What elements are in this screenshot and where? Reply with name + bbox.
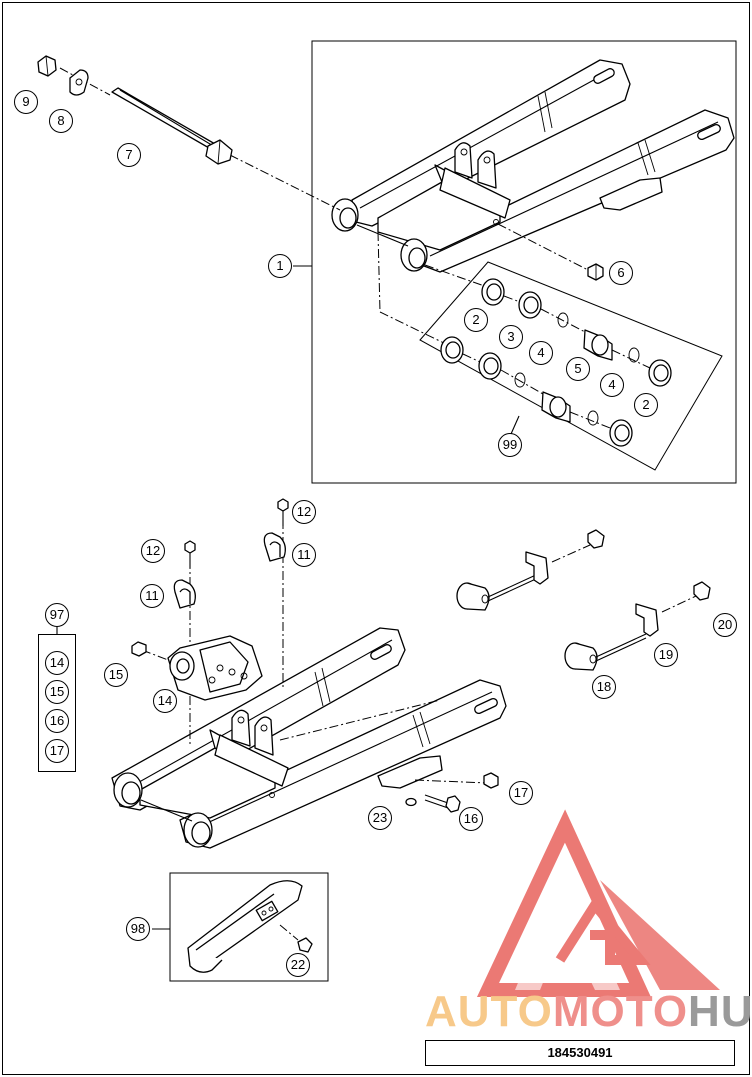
kit-97-item-17: 17: [45, 739, 69, 763]
callout-8: 8: [49, 109, 73, 133]
callout-2: 2: [634, 393, 658, 417]
callout-6: 6: [609, 261, 633, 285]
callout-99: 99: [498, 433, 522, 457]
callout-1: 1: [268, 254, 292, 278]
swingarm-assembly-frame: [311, 40, 737, 484]
callout-4: 4: [600, 373, 624, 397]
swingarm-top-drawing: [331, 59, 735, 273]
callout-19: 19: [654, 643, 678, 667]
callout-11: 11: [140, 584, 164, 608]
callout-12: 12: [292, 500, 316, 524]
leader-99: [510, 415, 520, 435]
callout-20: 20: [713, 613, 737, 637]
chain-guide-bracket-drawing: [131, 498, 289, 745]
watermark-text: AUTOMOTOHUB: [425, 990, 752, 1034]
callout-98: 98: [126, 917, 150, 941]
callout-14: 14: [153, 689, 177, 713]
chain-guide-frame: [169, 872, 329, 982]
watermark-logo: [476, 809, 720, 997]
callout-17: 17: [509, 781, 533, 805]
chain-roller-drawing: [456, 529, 711, 671]
callout-9: 9: [14, 90, 38, 114]
callout-22: 22: [286, 953, 310, 977]
callout-2: 2: [464, 308, 488, 332]
kit-97-item-15: 15: [45, 680, 69, 704]
callout-7: 7: [117, 143, 141, 167]
kit-97-list: [38, 634, 76, 772]
callout-15: 15: [104, 663, 128, 687]
watermark-part-1: AUTO: [425, 987, 553, 1036]
nut-6-drawing: [587, 263, 604, 281]
chain-guide-drawing: [187, 880, 313, 973]
fasteners-lower-drawing: [405, 772, 499, 813]
callout-5: 5: [566, 357, 590, 381]
pivot-axle-drawing: [37, 55, 341, 211]
callout-3: 3: [499, 325, 523, 349]
callout-11: 11: [292, 543, 316, 567]
drawing-number: 184530491: [425, 1040, 735, 1066]
callout-23: 23: [368, 806, 392, 830]
callout-12: 12: [141, 539, 165, 563]
watermark-part-2: MOTO: [552, 987, 689, 1036]
callout-97: 97: [45, 603, 69, 627]
callout-16: 16: [459, 807, 483, 831]
watermark-part-3: HUB: [688, 987, 752, 1036]
callout-4: 4: [529, 341, 553, 365]
bearing-kit-frame: [419, 261, 723, 471]
swingarm-lower-drawing: [111, 627, 507, 849]
bearing-kit-drawing: [377, 231, 672, 447]
kit-97-item-14: 14: [45, 651, 69, 675]
callout-18: 18: [592, 675, 616, 699]
kit-97-item-16: 16: [45, 709, 69, 733]
